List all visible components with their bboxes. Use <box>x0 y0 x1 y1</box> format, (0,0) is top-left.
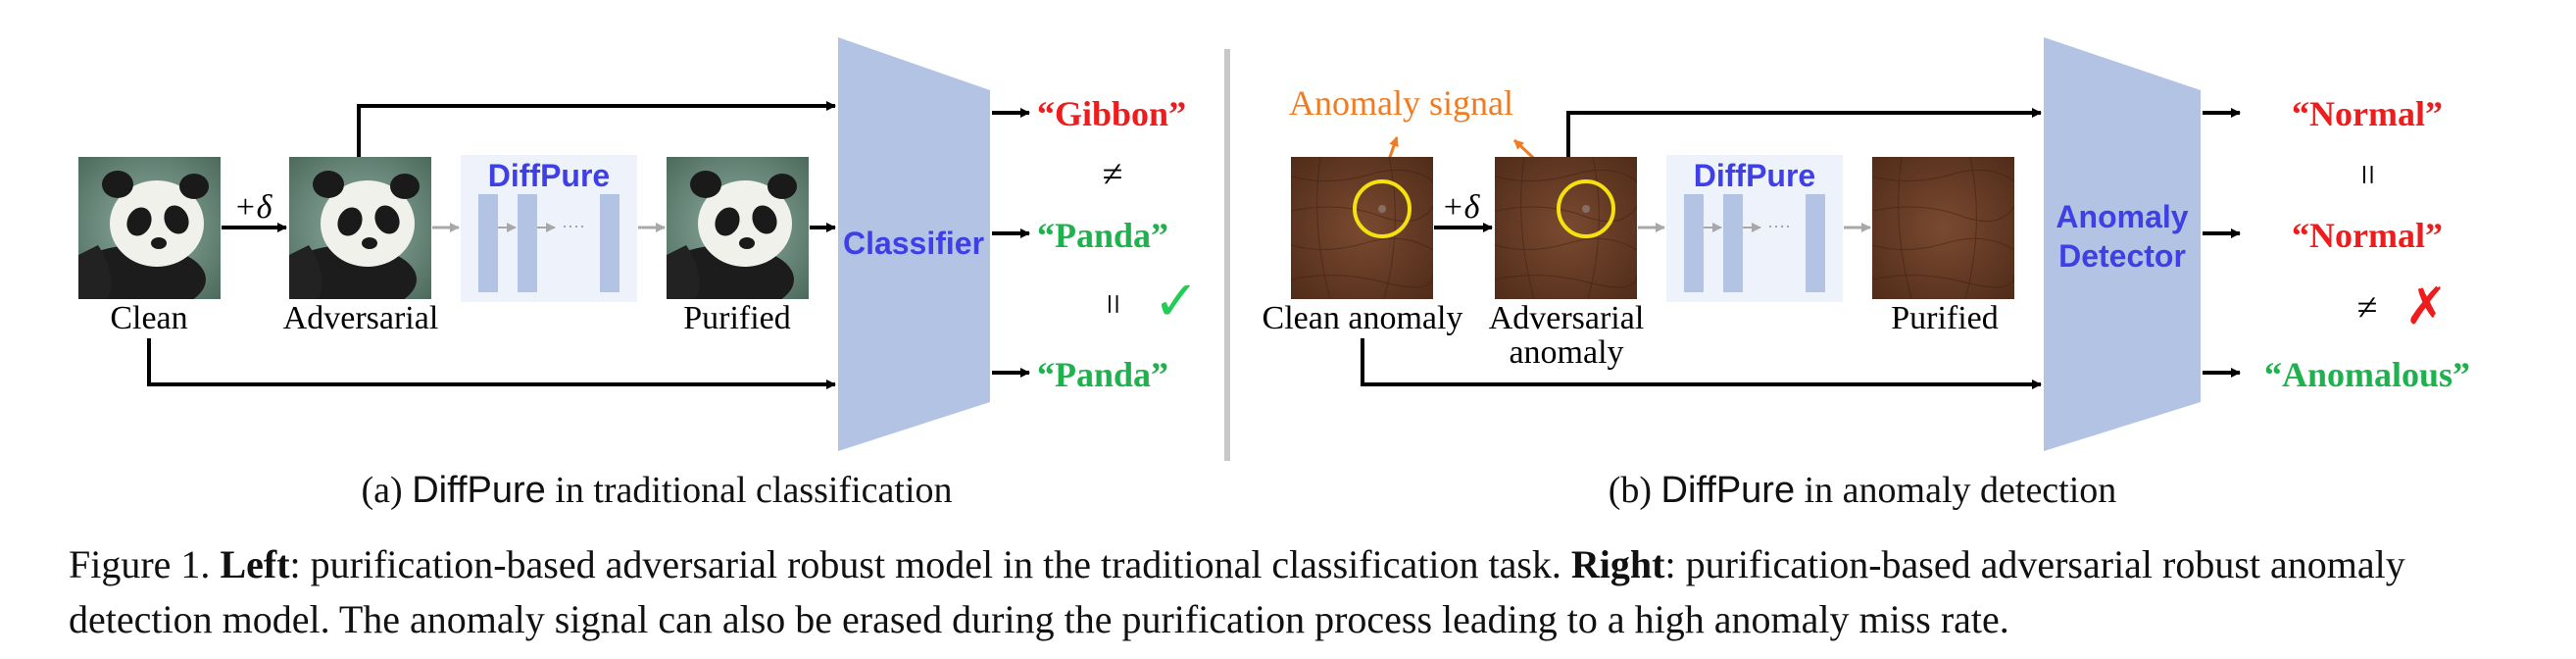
purified-leather-image <box>1872 157 2014 299</box>
clean-anomaly-circle <box>1353 179 1412 238</box>
clean-direct-arrow <box>147 338 836 389</box>
adversarial-panda-image <box>289 157 431 299</box>
right-neq-symbol: ≠ <box>2357 287 2378 329</box>
right-diffpure-title: DiffPure <box>1694 158 1815 193</box>
right-purified-label: Purified <box>1891 300 1999 336</box>
right-output-normal-2: “Normal” <box>2292 216 2443 255</box>
adversarial-anomaly-circle <box>1557 179 1615 238</box>
right-subtitle: (b) DiffPure in anomaly detection <box>1609 470 2117 510</box>
adversarial-direct-arrow <box>357 101 836 157</box>
left-output-panda-1: “Panda” <box>1037 216 1168 255</box>
caption-left-bold: Left <box>220 542 290 586</box>
left-output-gibbon: “Gibbon” <box>1037 94 1186 133</box>
diffpure-block: DiffPure ···· <box>461 155 637 302</box>
purified-panda-image <box>667 157 809 299</box>
left-output-panda-2: “Panda” <box>1037 355 1168 394</box>
adversarial-anomaly-label-2: anomaly <box>1509 334 1623 371</box>
adversarial-label: Adversarial <box>283 300 439 336</box>
left-panel: Clean +δ Adversarial Purified DiffPure ·… <box>78 37 1200 510</box>
detector-label-1: Anomaly <box>2056 199 2188 234</box>
clean-anomaly-label: Clean anomaly <box>1263 300 1463 336</box>
purified-label: Purified <box>683 300 791 336</box>
figure-caption: Figure 1. Left: purification-based adver… <box>69 537 2519 647</box>
left-neq-symbol: ≠ <box>1103 154 1123 195</box>
caption-right-bold: Right <box>1570 542 1665 586</box>
diffpure-title: DiffPure <box>488 158 610 193</box>
clean-label: Clean <box>110 300 187 336</box>
detector-label-2: Detector <box>2058 238 2186 274</box>
anomaly-detector-block <box>2044 37 2201 451</box>
classifier-block <box>838 37 990 451</box>
caption-right-text: : purification-based adversarial robust … <box>69 542 2405 641</box>
caption-prefix: Figure 1. <box>69 542 221 586</box>
figure-diagram: Clean +δ Adversarial Purified DiffPure ·… <box>78 37 2470 510</box>
left-eq-symbol: = <box>1092 293 1133 314</box>
left-subtitle: (a) DiffPure in traditional classificati… <box>362 470 953 510</box>
plus-delta-label: +δ <box>234 189 273 226</box>
classifier-label: Classifier <box>843 226 984 261</box>
cross-icon: ✗ <box>2404 279 2448 335</box>
right-plus-delta-label: +δ <box>1442 189 1481 226</box>
caption-left-text: : purification-based adversarial robust … <box>289 542 1571 586</box>
clean-panda-image <box>78 157 221 299</box>
diffpure-dots: ···· <box>562 216 585 235</box>
right-diffpure-block: DiffPure ···· <box>1666 155 1843 302</box>
adversarial-anomaly-label-1: Adversarial <box>1489 300 1645 336</box>
right-diffpure-dots: ···· <box>1767 216 1791 235</box>
right-output-normal-1: “Normal” <box>2292 94 2443 133</box>
right-panel: Anomaly signal Clean anomaly +δ Adversar… <box>1263 37 2470 510</box>
check-icon: ✓ <box>1154 270 1200 331</box>
anomaly-signal-label: Anomaly signal <box>1289 83 1513 123</box>
right-output-anomalous: “Anomalous” <box>2264 355 2470 394</box>
right-eq-symbol: = <box>2347 164 2388 184</box>
